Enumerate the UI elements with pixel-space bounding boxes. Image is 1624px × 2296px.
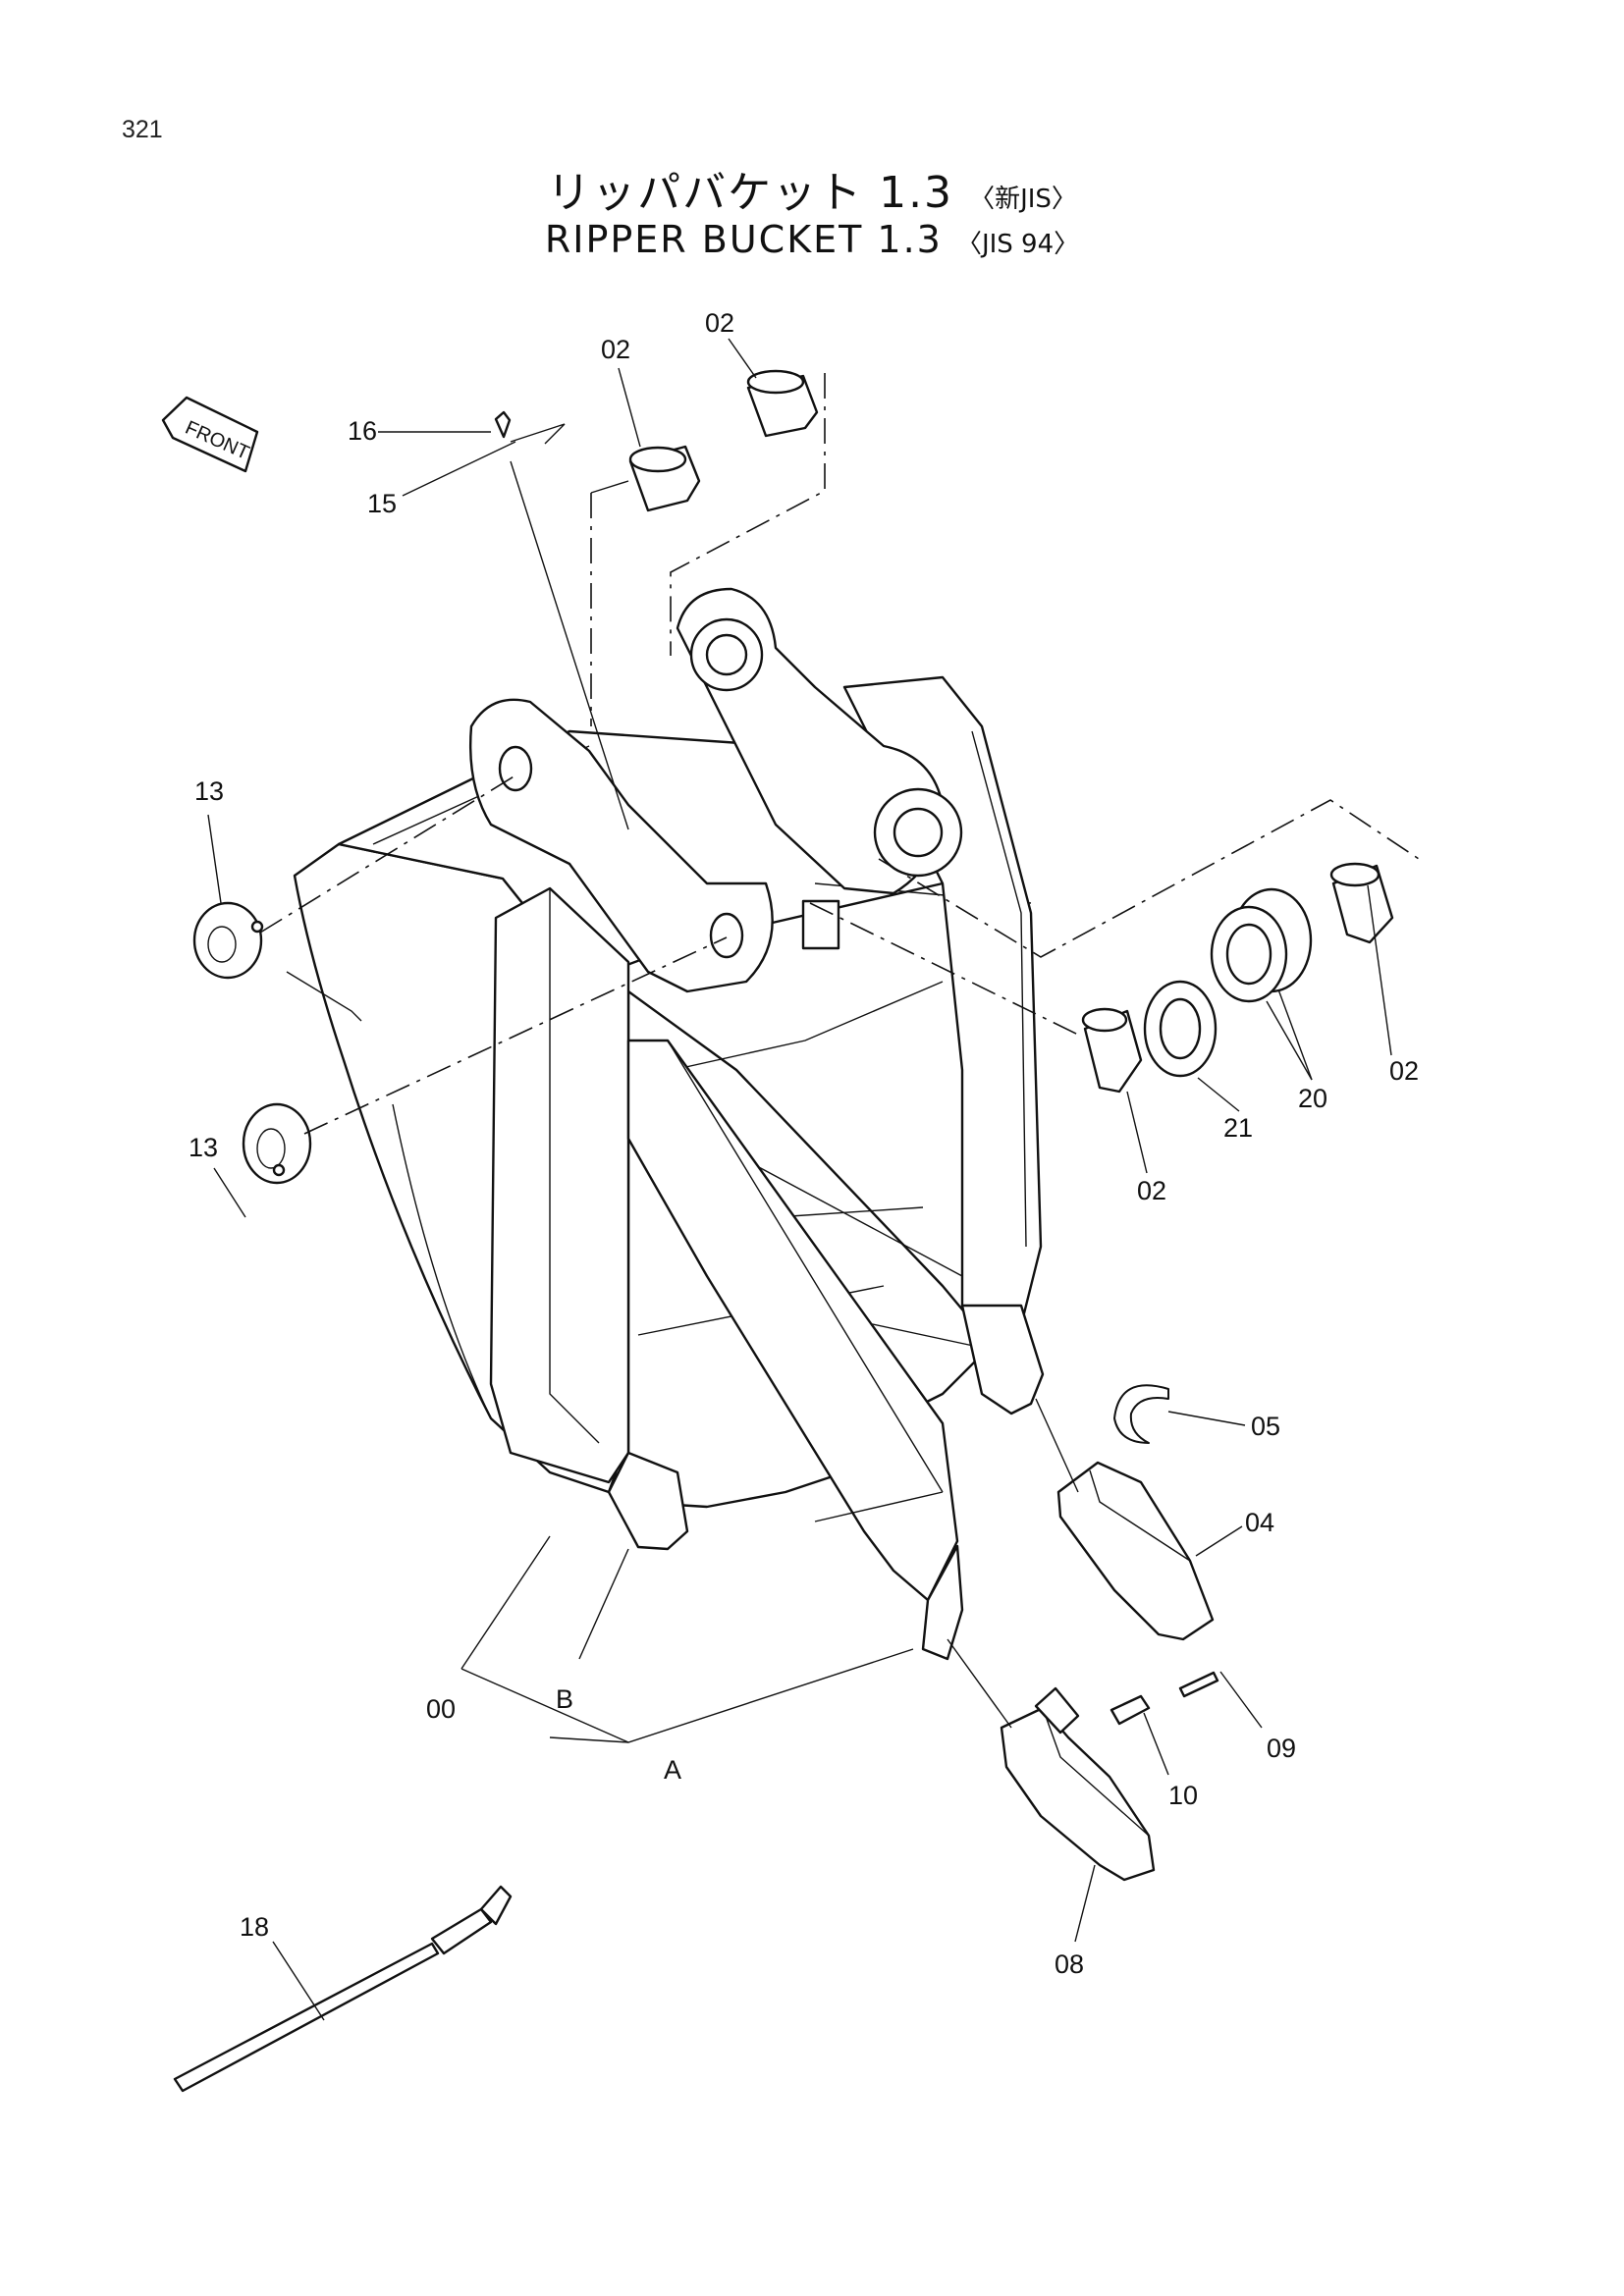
collar-13-lower bbox=[242, 1102, 312, 1185]
page-number: 321 bbox=[122, 116, 163, 143]
callout-13-upper: 13 bbox=[194, 776, 224, 806]
center-tooth-tip bbox=[921, 1544, 964, 1661]
callout-15: 15 bbox=[367, 489, 397, 518]
callout-21: 21 bbox=[1223, 1113, 1253, 1143]
callout-A: A bbox=[664, 1755, 681, 1785]
bucket-body bbox=[286, 587, 1045, 1661]
pin-10 bbox=[1110, 1694, 1151, 1726]
left-shank bbox=[489, 886, 630, 1484]
callout-02-right: 02 bbox=[1389, 1056, 1419, 1086]
title-english: RIPPER BUCKET 1.3 〈JIS 94〉 bbox=[0, 218, 1624, 261]
title-japanese-note: 〈新JIS〉 bbox=[969, 185, 1077, 214]
lock-ring-05 bbox=[1113, 1384, 1169, 1444]
callout-02-lower: 02 bbox=[1137, 1176, 1166, 1205]
bushing-02-right bbox=[1329, 862, 1394, 944]
screw-16-plate-15 bbox=[494, 410, 566, 445]
bushing-02-top-right bbox=[746, 369, 819, 438]
leader-lines bbox=[207, 338, 1420, 2021]
callout-18: 18 bbox=[240, 1912, 269, 1942]
bushing-02-lower bbox=[1081, 1007, 1143, 1094]
front-arrow: FRONT bbox=[161, 396, 259, 473]
lock-09 bbox=[1178, 1671, 1219, 1698]
callout-09: 09 bbox=[1267, 1734, 1296, 1763]
callout-02-top-right: 02 bbox=[705, 308, 734, 338]
tool-18 bbox=[173, 1885, 513, 2093]
callout-05: 05 bbox=[1251, 1412, 1280, 1441]
callout-13-lower: 13 bbox=[189, 1133, 218, 1162]
tooth-point-04 bbox=[1056, 1461, 1215, 1641]
left-bracket-hole-upper bbox=[498, 745, 533, 792]
title-english-note: 〈JIS 94〉 bbox=[955, 230, 1080, 259]
callout-B: B bbox=[556, 1684, 573, 1714]
callout-labels: 02 02 02 02 16 15 13 13 21 20 05 04 00 B… bbox=[189, 308, 1419, 1979]
callout-20: 20 bbox=[1298, 1084, 1327, 1113]
callout-08: 08 bbox=[1055, 1949, 1084, 1979]
left-bracket-plate bbox=[468, 698, 774, 993]
shim-21 bbox=[1143, 980, 1218, 1078]
left-tooth-tip bbox=[607, 1451, 689, 1551]
callout-16: 16 bbox=[348, 416, 377, 446]
callout-00: 00 bbox=[426, 1694, 456, 1724]
collar-13-upper bbox=[192, 901, 264, 980]
bushing-02-top-center bbox=[628, 445, 701, 512]
shims-20 bbox=[1210, 887, 1313, 1003]
callout-04: 04 bbox=[1245, 1508, 1274, 1537]
tooth-point-08 bbox=[1000, 1686, 1156, 1882]
title-japanese: リッパバケット 1.3 〈新JIS〉 bbox=[0, 157, 1624, 220]
right-tooth-tip bbox=[960, 1304, 1045, 1415]
callout-10: 10 bbox=[1168, 1781, 1198, 1810]
title-japanese-text: リッパバケット 1.3 bbox=[547, 168, 954, 218]
title-english-text: RIPPER BUCKET 1.3 bbox=[544, 218, 943, 261]
center-ripper-shank bbox=[626, 1039, 959, 1602]
callout-02-top-center: 02 bbox=[601, 335, 630, 364]
left-bracket-hole-lower bbox=[709, 912, 744, 959]
